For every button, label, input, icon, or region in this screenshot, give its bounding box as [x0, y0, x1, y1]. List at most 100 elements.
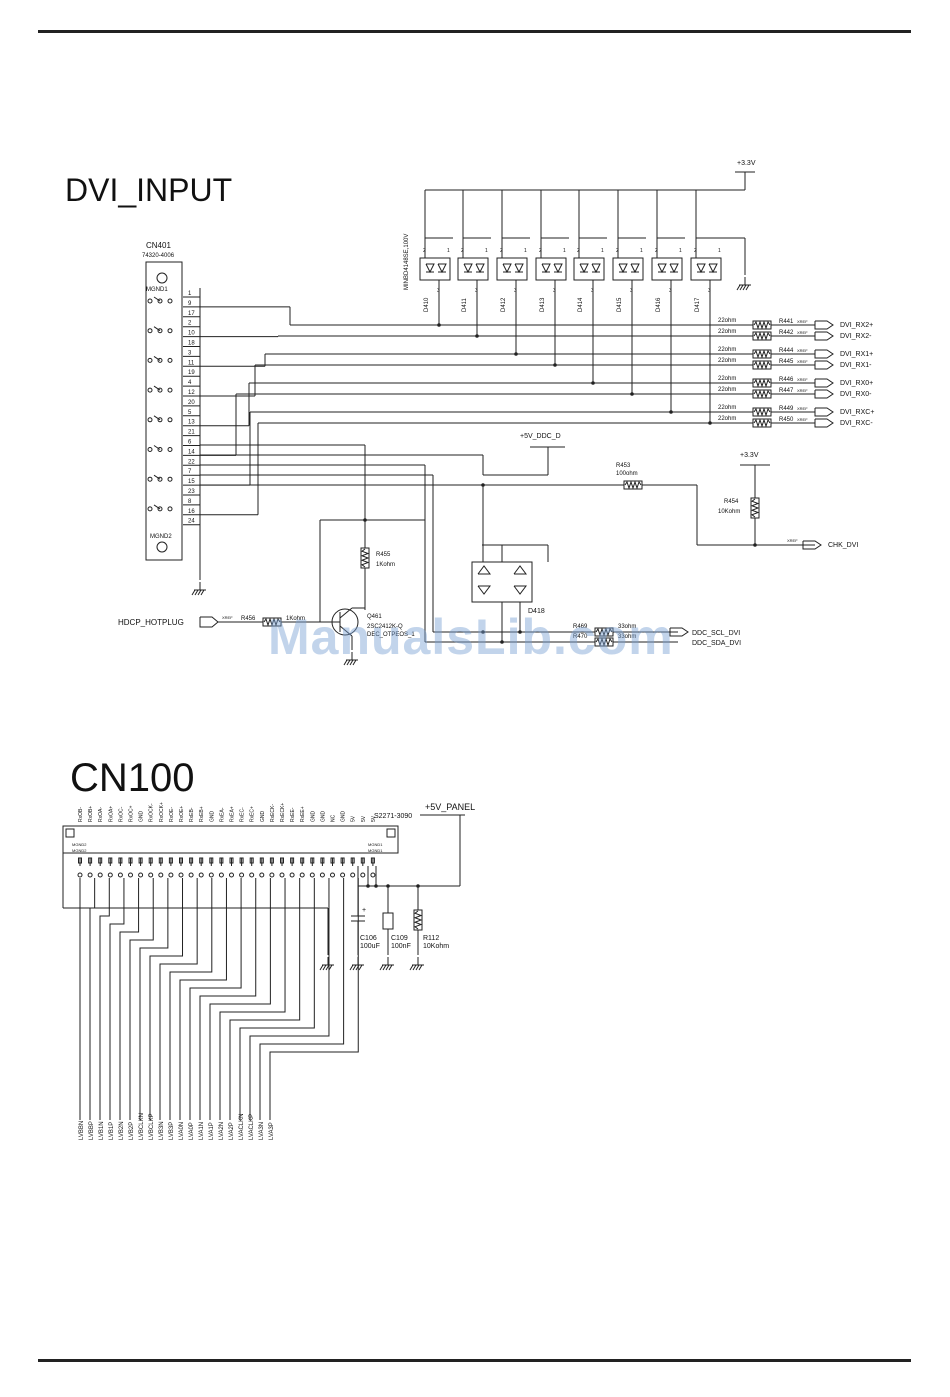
cn100-net-LVACLKN: LVACLKN	[239, 1114, 245, 1140]
cn100-pin-pad	[219, 857, 224, 864]
c109-ref: C109	[391, 935, 408, 942]
cn100-pin-pad	[179, 857, 183, 864]
cn100-pin-pad	[209, 857, 214, 864]
cn401-pin-24: 24	[188, 519, 195, 525]
resistor-zigzag	[624, 480, 642, 490]
supply-33v-label: +3.3V	[737, 160, 756, 167]
ground-hatch	[197, 589, 202, 596]
cn100-top-pin-21: RxEE-	[290, 807, 296, 822]
cn100-top-pin-15: RxEA+	[230, 806, 236, 822]
cn100-net-LVA1P: LVA1P	[209, 1122, 215, 1140]
diode-pin-label: 2	[500, 248, 503, 254]
cn100-top-pin-27: 5V	[351, 815, 357, 822]
clamp-junction	[437, 323, 441, 327]
cn100-pin-contact	[218, 872, 224, 878]
cn401-pin-11: 11	[188, 360, 195, 366]
ground-hatch	[736, 284, 741, 291]
res-value-R446: 22ohm	[718, 376, 736, 382]
ddc-sda-label: DDC_SDA_DVI	[692, 640, 741, 647]
cn401-contact-link	[153, 296, 161, 302]
diode-pin-label: 1	[601, 248, 604, 254]
res-xref: XREF	[797, 348, 808, 353]
cn100-pin-contact	[289, 872, 295, 878]
chk-xref: XREF	[787, 538, 798, 543]
cn401-pin-15: 15	[188, 479, 195, 485]
ground-hatch	[388, 964, 393, 971]
cn100-pin1-marker	[65, 828, 75, 838]
cn100-net-wire-LVA3N	[259, 878, 345, 1120]
cn401-mount-hole-top	[156, 272, 168, 284]
c106-ref: C106	[360, 935, 377, 942]
diode-pin-label: 1	[485, 248, 488, 254]
net-label-DVI_RX1+: DVI_RX1+	[840, 351, 873, 358]
clamp-junction	[708, 421, 712, 425]
cn100-net-wire-LVA1P	[209, 878, 271, 1120]
cn100-pin-pad	[360, 857, 365, 864]
cn100-mgnd-left: MGND2	[72, 842, 87, 847]
cn401-contact	[147, 447, 153, 452]
cn100-top-pin-7: RxOCK-	[149, 803, 155, 822]
c106-polarity: +	[362, 907, 366, 914]
diode-glyph	[579, 263, 589, 274]
net-label-DVI_RX2-: DVI_RX2-	[840, 333, 872, 340]
cn401-contact	[167, 357, 173, 363]
r470-ref: R470	[573, 634, 588, 640]
diode-ref-D417: D417	[695, 297, 701, 312]
r112-val: 10Kohm	[423, 943, 449, 950]
res-xref: XREF	[797, 406, 808, 411]
cn401-contact	[157, 328, 163, 334]
dvi-input-title: DVI_INPUT	[65, 172, 233, 208]
diode-pin-label: 2	[616, 248, 619, 254]
cn100-top-pin-1: RxOB+	[88, 806, 94, 822]
diode-ref-D412: D412	[501, 297, 507, 312]
resistor-zigzag	[750, 498, 760, 518]
cn100-top-pin-9: RxOE-	[169, 807, 175, 822]
cn100-mgnd-right: MGND1	[368, 848, 383, 853]
diode-glyph	[463, 263, 473, 274]
cn100-pin-pad	[88, 857, 93, 864]
cn401-contact	[147, 476, 153, 482]
q461-collector	[339, 607, 353, 619]
cn401-pin-2: 2	[188, 321, 192, 327]
cn100-pin-contact	[158, 872, 164, 878]
cn100-top-pin-11: RxEB-	[189, 807, 195, 822]
cn100-net-LVB3N: LVB3N	[159, 1121, 165, 1140]
ground-hatch	[194, 589, 199, 596]
cn100-mgnd-left: MGND2	[72, 848, 87, 853]
cn100-top-pin-28: 5V	[361, 815, 367, 822]
cn100-net-wire-LVB1N	[99, 878, 110, 1120]
cn100-net-LVA0P: LVA0P	[189, 1122, 195, 1140]
cn100-pin-pad	[229, 857, 234, 864]
cn100-net-LVB2P: LVB2P	[129, 1122, 135, 1140]
d418-diode-glyph	[513, 585, 527, 595]
net-flag-ddc-scl	[669, 627, 689, 637]
ground-hatch	[355, 964, 360, 971]
cn401-pin-23: 23	[188, 489, 195, 495]
diode-glyph	[708, 263, 718, 274]
res-ref-R441: R441	[779, 319, 794, 325]
cn100-net-LVBBP: LVBBP	[89, 1121, 95, 1140]
res-value-R447: 22ohm	[718, 387, 736, 393]
resistor-zigzag	[753, 360, 771, 370]
ddc-junction	[500, 640, 504, 644]
diode-pack-D411	[457, 257, 489, 281]
diode-glyph	[514, 263, 524, 274]
ground-hatch	[415, 964, 420, 971]
net-flag-hotplug	[199, 616, 219, 628]
d418-diode-glyph	[477, 585, 491, 595]
resistor-zigzag	[753, 389, 771, 399]
cn100-net-wire-LVB3P	[169, 878, 213, 1120]
resistor-zigzag	[753, 320, 771, 330]
diode-pack-D415	[612, 257, 644, 281]
cn100-net-wire-LVACLKP	[249, 878, 330, 1120]
cn100-pin-contact	[259, 872, 265, 878]
diode-pin-label: 1	[524, 248, 527, 254]
ddc-junction	[481, 630, 485, 634]
cn100-pin-pad	[128, 857, 133, 864]
hotplug-net-label: HDCP_HOTPLUG	[118, 618, 184, 627]
diode-ref-D411: D411	[462, 297, 468, 312]
cn401-contact	[167, 417, 173, 423]
cn401-pin-10: 10	[188, 331, 195, 337]
res-ref-R444: R444	[779, 348, 794, 354]
ground-hatch	[352, 964, 357, 971]
